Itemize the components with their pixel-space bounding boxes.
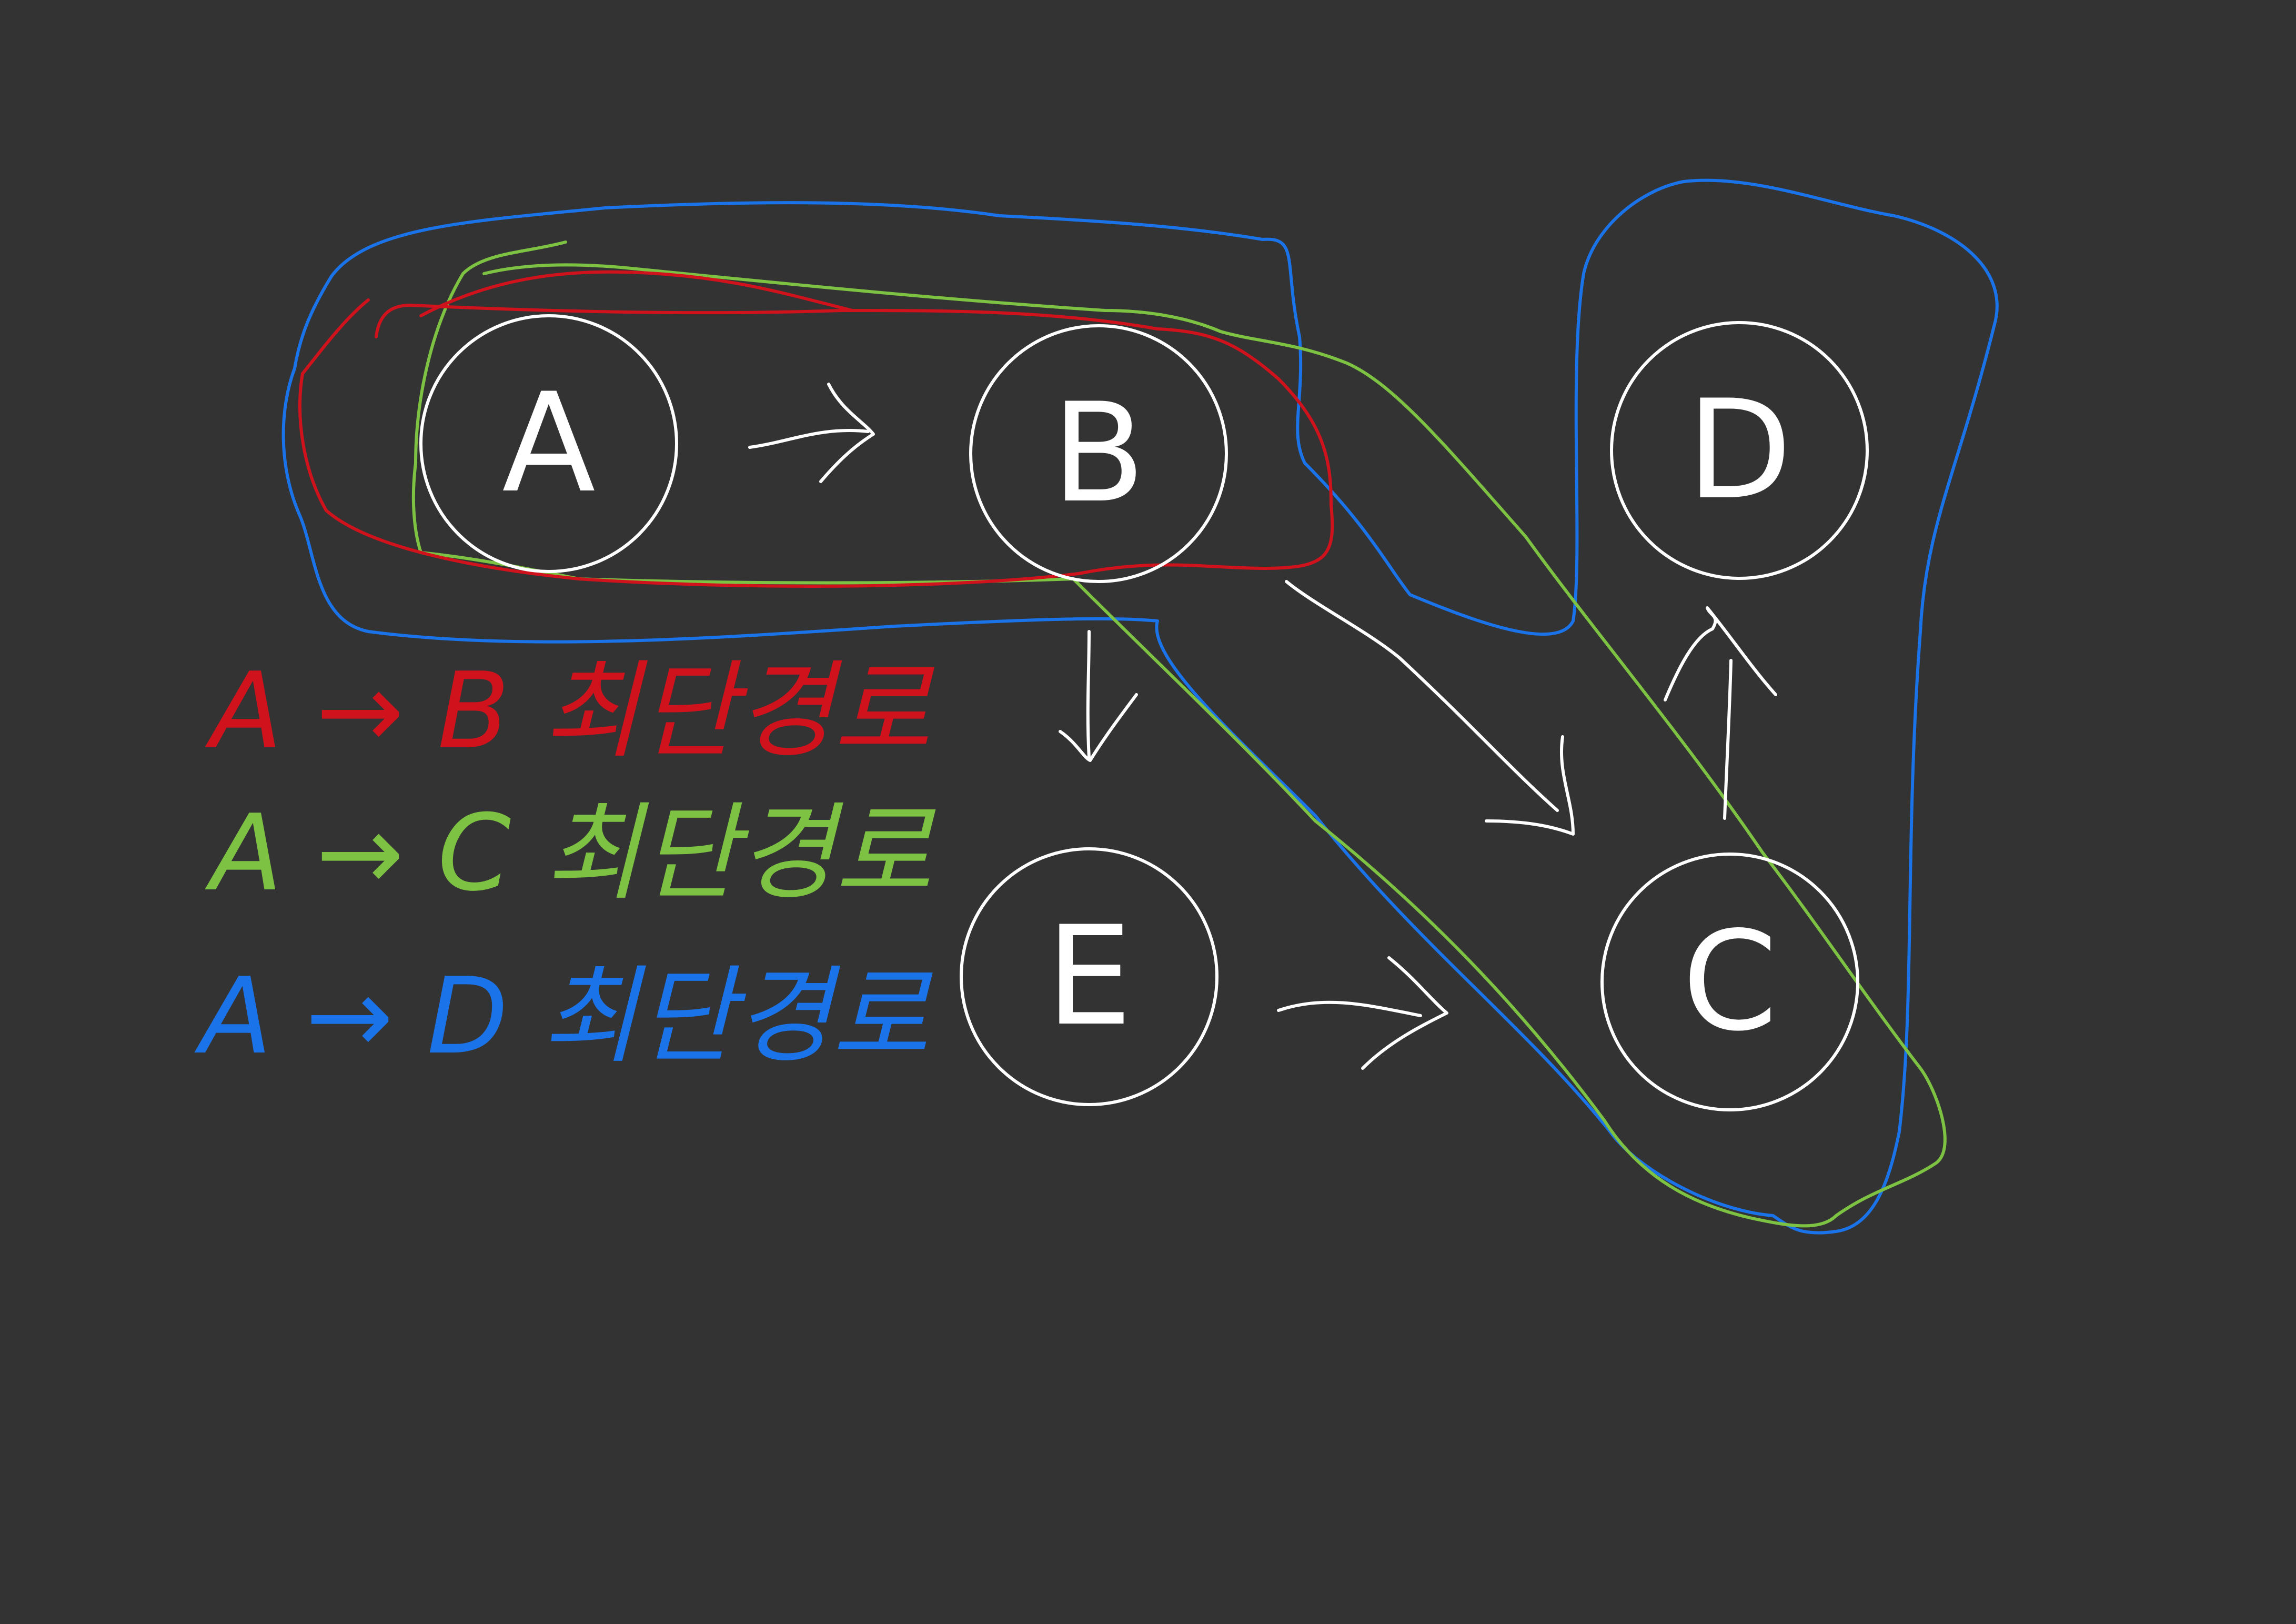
node-b-label: B <box>1052 374 1145 533</box>
node-e[interactable]: E <box>960 847 1219 1106</box>
node-c-circle <box>1600 853 1859 1111</box>
edge-b-to-e <box>1059 630 1138 762</box>
legend-item-a-to-c: A → C 최단경로 <box>205 792 936 915</box>
node-a-label: A <box>502 364 596 523</box>
edge-b-to-c <box>1285 580 1575 836</box>
node-b-circle <box>969 324 1228 583</box>
node-e-circle <box>960 847 1219 1106</box>
node-d-circle <box>1610 321 1869 580</box>
edge-e-to-c <box>1277 956 1448 1070</box>
path-outline-a-to-d <box>281 178 1999 1235</box>
edge-a-to-b <box>748 383 875 483</box>
legend-item-a-to-b: A → B 최단경로 <box>205 650 934 773</box>
node-b[interactable]: B <box>969 324 1228 583</box>
legend: A → B 최단경로 A → C 최단경로 A → D 최단경로 <box>194 650 936 1078</box>
path-outline-a-to-b <box>298 298 1334 588</box>
node-d-label: D <box>1687 371 1792 530</box>
node-c[interactable]: C <box>1600 853 1859 1111</box>
node-e-label: E <box>1046 897 1132 1056</box>
node-a-circle <box>419 314 678 573</box>
legend-item-a-to-d: A → D 최단경로 <box>194 955 933 1078</box>
path-outline-a-to-b-tail <box>419 270 854 317</box>
node-c-label: C <box>1682 903 1778 1061</box>
node-a[interactable]: A <box>419 314 678 573</box>
edge-c-to-d <box>1664 606 1777 820</box>
node-d[interactable]: D <box>1610 321 1869 580</box>
